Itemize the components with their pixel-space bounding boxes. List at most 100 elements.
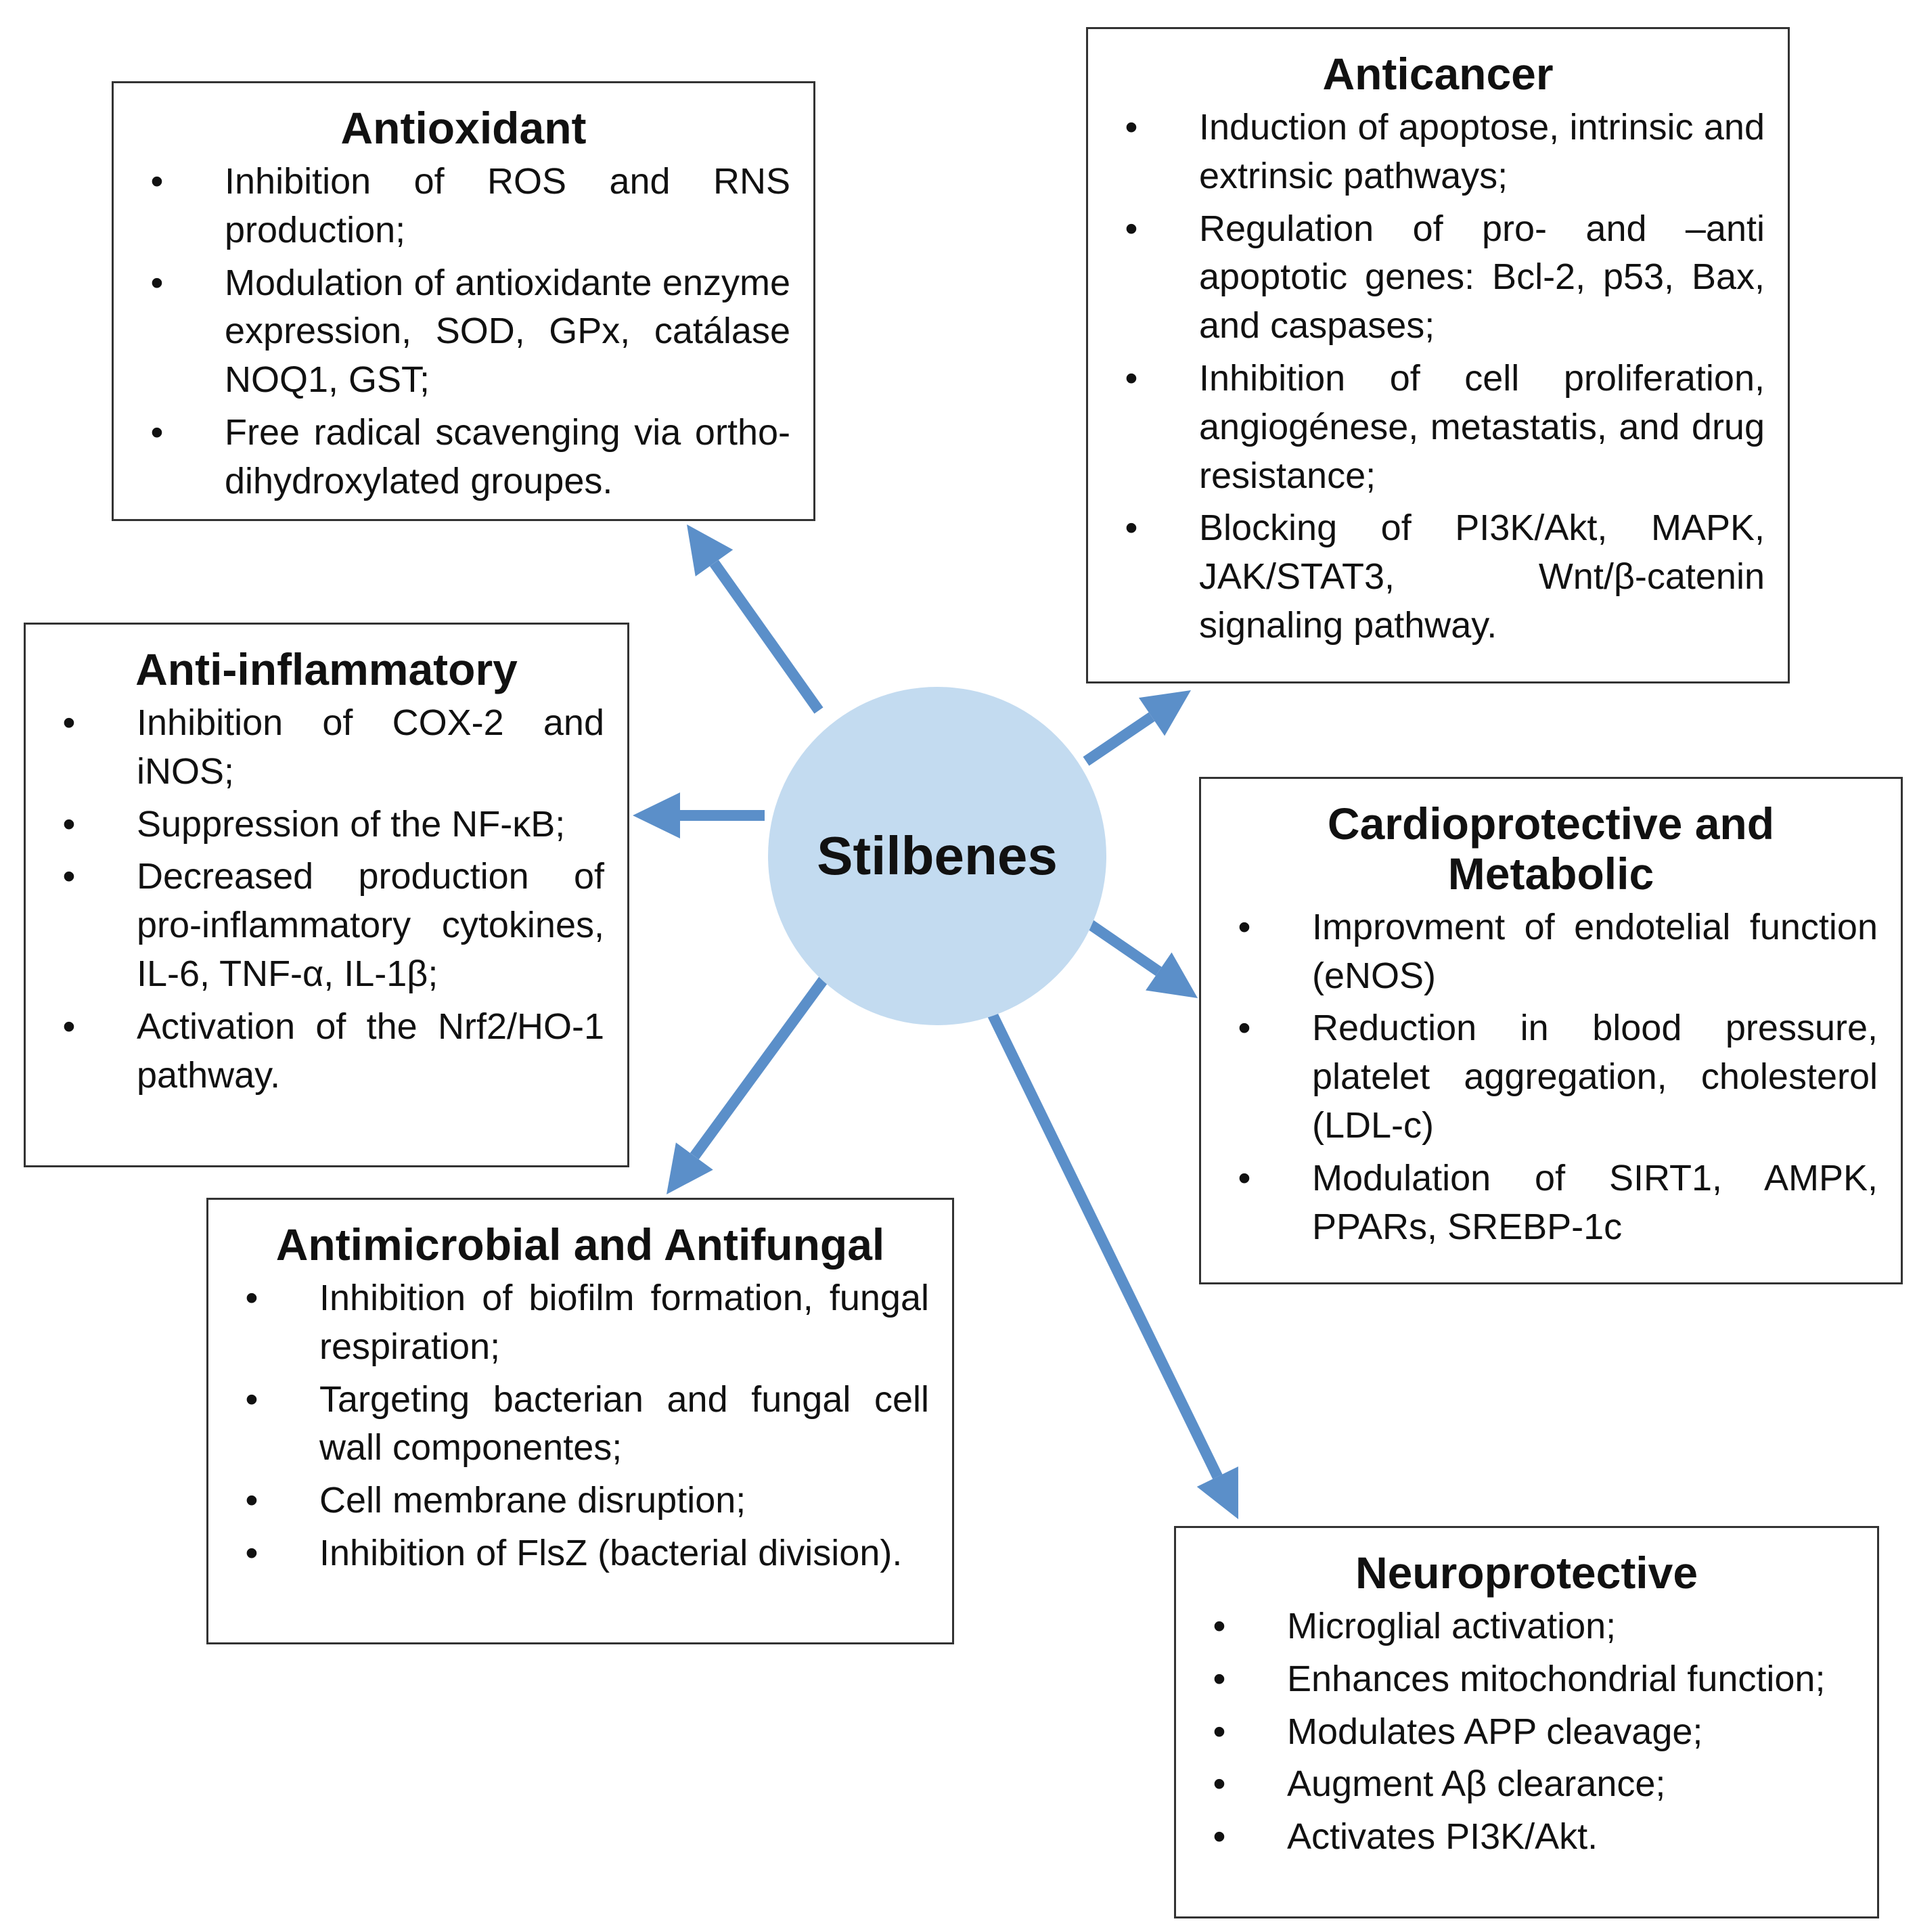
item-text: Modulates APP cleavage; xyxy=(1287,1711,1703,1752)
neuroprotective-title: Neuroprotective xyxy=(1355,1548,1698,1598)
list-item: • Improvment of endotelial function (eNOS… xyxy=(1224,903,1878,1001)
item-text: Decreased production of pro-inflammatory… xyxy=(137,856,604,994)
arrow-to-anticancer-shaft xyxy=(1083,712,1155,766)
list-item: • Inhibition of ROS and RNS production; xyxy=(137,158,790,255)
bullet-icon: • xyxy=(150,160,164,202)
cardioprotective-title: Cardioprotective and Metabolic xyxy=(1327,799,1775,899)
list-item: • Inhibition of cell proliferation, angio… xyxy=(1111,355,1765,500)
bullet-icon: • xyxy=(1125,106,1138,148)
bullet-icon: • xyxy=(1125,208,1138,249)
item-text: Targeting bacterian and fungal cell wall… xyxy=(319,1378,929,1468)
list-item: • Reduction in blood pressure, platelet a… xyxy=(1224,1004,1878,1150)
anti-inflammatory-title: Anti-inflammatory xyxy=(135,644,518,694)
item-text: Free radical scavenging via ortho-dihydr… xyxy=(225,411,790,501)
list-item: •Blocking of PI3K/Akt, MAPK, JAK/STAT3, … xyxy=(1111,504,1765,650)
arrow-to-neuroprotective xyxy=(976,989,1238,1519)
list-item: • Cell membrane disruption; xyxy=(231,1477,929,1525)
bullet-icon: • xyxy=(1213,1605,1226,1646)
list-item: • Targeting bacterian and fungal cell wal… xyxy=(231,1376,929,1473)
bullet-icon: • xyxy=(1125,357,1138,399)
list-item: • Decreased production of pro-inflammator… xyxy=(49,853,604,998)
arrow-to-cardioprotective-head xyxy=(1146,952,1198,998)
bullet-icon: • xyxy=(1213,1711,1226,1752)
neuroprotective-box: Neuroprotective •Microglial activation;•… xyxy=(1174,1526,1879,1918)
arrow-to-anticancer xyxy=(1083,690,1191,766)
bullet-icon: • xyxy=(245,1532,258,1573)
bullet-icon: • xyxy=(1238,1157,1251,1198)
item-text: Augment Aβ clearance; xyxy=(1287,1763,1666,1805)
list-item: • Microglial activation; xyxy=(1199,1602,1854,1651)
arrow-to-neuroprotective-shaft xyxy=(976,989,1223,1479)
cardioprotective-box: Cardioprotective and Metabolic • Improvme… xyxy=(1199,777,1903,1284)
list-item: • Inhibition of biofilm formation, fungal… xyxy=(231,1274,929,1372)
item-text: Cell membrane disruption; xyxy=(319,1480,746,1521)
list-item: • Activates PI3K/Akt. xyxy=(1199,1813,1854,1862)
arrow-to-cardioprotective xyxy=(1076,912,1198,998)
arrow-to-cardioprotective-shaft xyxy=(1076,912,1162,976)
arrow-to-anti-inflammatory-head xyxy=(633,792,680,838)
bullet-icon: • xyxy=(62,1006,76,1047)
anticancer-title: Anticancer xyxy=(1322,49,1554,99)
item-text: Induction of apoptose, intrinsic and ext… xyxy=(1199,106,1765,196)
list-item: • Inhibition of COX-2 and iNOS; xyxy=(49,699,604,796)
cardioprotective-list: • Improvment of endotelial function (eNOS… xyxy=(1224,903,1878,1252)
list-item: • Enhances mitochondrial function; xyxy=(1199,1655,1854,1704)
list-item: • Inhibition of FlsZ (bacterial division)… xyxy=(231,1529,929,1578)
anti-inflammatory-list: • Inhibition of COX-2 and iNOS; • Suppressi… xyxy=(49,699,604,1100)
item-text: Blocking of PI3K/Akt, MAPK, JAK/STAT3, W… xyxy=(1199,508,1765,646)
list-item: • Modulation of antioxidante enzyme expre… xyxy=(137,259,790,405)
item-text: Suppression of the NF-κB; xyxy=(137,803,566,845)
list-item: • Induction of apoptose, intrinsic and ex… xyxy=(1111,104,1765,201)
item-text: Improvment of endotelial function (eNOS) xyxy=(1312,906,1878,996)
bullet-icon: • xyxy=(1238,1008,1251,1049)
arrow-to-antioxidant-head xyxy=(687,524,734,577)
list-item: • Augment Aβ clearance; xyxy=(1199,1760,1854,1809)
bullet-icon: • xyxy=(62,702,76,743)
item-text: Modulation of antioxidante enzyme expres… xyxy=(225,262,790,401)
antimicrobial-title: Antimicrobial and Antifungal xyxy=(275,1219,885,1270)
bullet-icon: • xyxy=(1213,1763,1226,1805)
antimicrobial-box: Antimicrobial and Antifungal • Inhibition… xyxy=(206,1198,954,1644)
list-item: • Modulates APP cleavage; xyxy=(1199,1708,1854,1757)
antioxidant-box: Antioxidant • Inhibition of ROS and RNS p… xyxy=(112,81,815,521)
bullet-icon: • xyxy=(245,1277,258,1318)
item-text: Microglial activation; xyxy=(1287,1605,1617,1646)
arrow-to-antimicrobial-shaft xyxy=(690,964,837,1160)
bullet-icon: • xyxy=(62,856,76,897)
item-text: Inhibition of FlsZ (bacterial division). xyxy=(319,1532,903,1573)
item-text: Inhibition of cell proliferation, angiog… xyxy=(1199,357,1765,496)
antioxidant-list: • Inhibition of ROS and RNS production; • M… xyxy=(137,158,790,506)
bullet-icon: • xyxy=(1213,1816,1226,1858)
bullet-icon: • xyxy=(245,1378,258,1420)
bullet-icon: • xyxy=(150,262,164,303)
list-item: • Suppression of the NF-κB; xyxy=(49,801,604,849)
item-text: Regulation of pro- and –anti apoptotic g… xyxy=(1199,208,1765,346)
arrow-to-neuroprotective-head xyxy=(1196,1466,1238,1519)
arrow-to-antimicrobial-head xyxy=(667,1142,713,1194)
list-item: • Regulation of pro- and –anti apoptotic … xyxy=(1111,205,1765,351)
anticancer-list: • Induction of apoptose, intrinsic and ex… xyxy=(1111,104,1765,650)
item-text: Inhibition of biofilm formation, fungal … xyxy=(319,1277,929,1367)
bullet-icon: • xyxy=(1238,906,1251,947)
arrow-to-antioxidant-shaft xyxy=(709,560,824,714)
bullet-icon: • xyxy=(1213,1658,1226,1699)
antimicrobial-list: • Inhibition of biofilm formation, fungal… xyxy=(231,1274,929,1578)
anti-inflammatory-box: Anti-inflammatory • Inhibition of COX-2 a… xyxy=(24,623,629,1167)
neuroprotective-list: • Microglial activation; • Enhances mitocho… xyxy=(1199,1602,1854,1862)
anticancer-box: Anticancer • Induction of apoptose, intri… xyxy=(1086,27,1790,683)
antioxidant-title: Antioxidant xyxy=(340,103,587,153)
item-text: Activates PI3K/Akt. xyxy=(1287,1816,1598,1858)
bullet-icon: • xyxy=(62,803,76,845)
item-text: Modulation of SIRT1, AMPK, PPARs, SREBP-… xyxy=(1312,1157,1878,1247)
item-text: Reduction in blood pressure, platelet ag… xyxy=(1312,1008,1878,1146)
stilbenes-circle: Stilbenes xyxy=(768,687,1106,1025)
bullet-icon: • xyxy=(150,411,164,453)
item-text: Inhibition of COX-2 and iNOS; xyxy=(137,702,604,792)
item-text: Enhances mitochondrial function; xyxy=(1287,1658,1826,1699)
bullet-icon: • xyxy=(245,1480,258,1521)
list-item: •Activation of the Nrf2/HO-1 pathway. xyxy=(49,1003,604,1100)
item-text: Inhibition of ROS and RNS production; xyxy=(225,160,790,250)
arrow-to-anticancer-head xyxy=(1138,690,1191,736)
stilbenes-label: Stilbenes xyxy=(817,826,1058,886)
